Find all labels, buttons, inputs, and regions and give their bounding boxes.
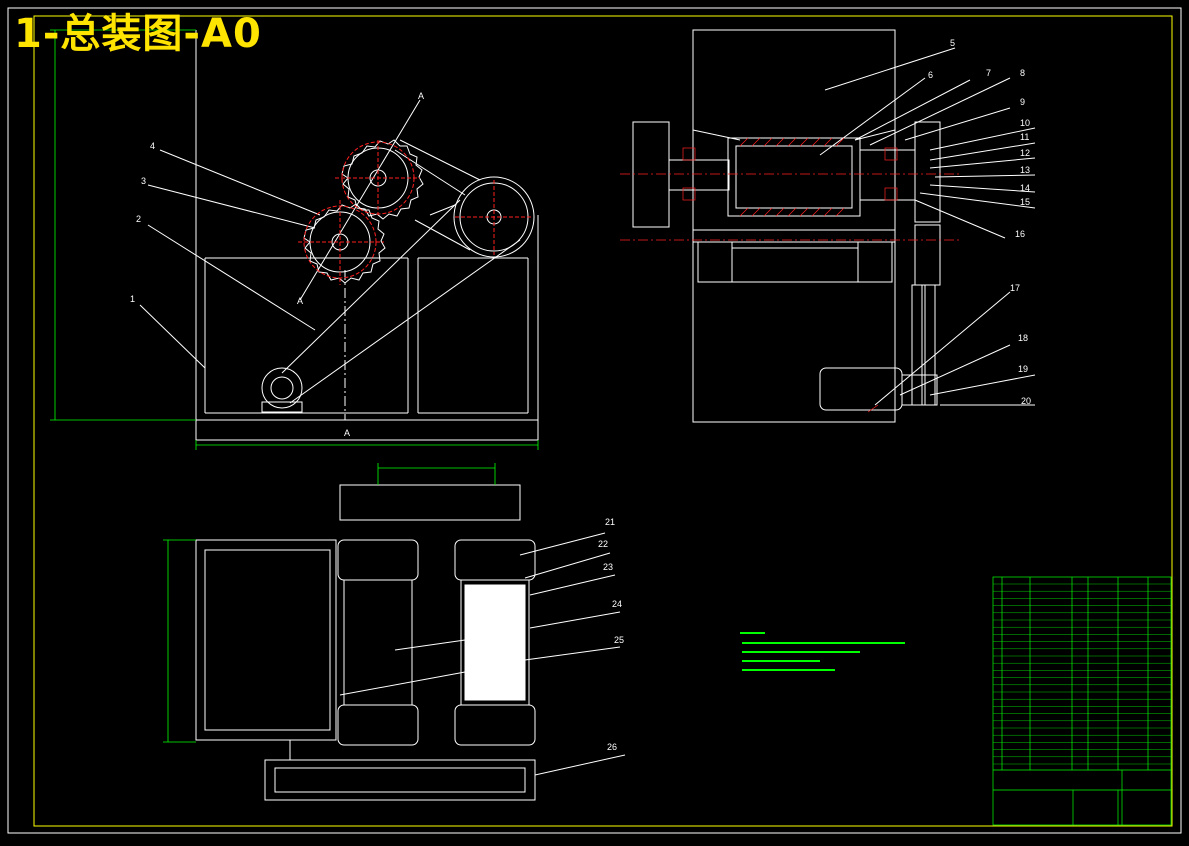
part-number-23: 23 (603, 562, 613, 572)
section-view (632, 29, 1036, 423)
part-number-25: 25 (614, 635, 624, 645)
top-view-dimensions (163, 463, 496, 743)
part-number-3: 3 (141, 176, 146, 186)
part-number-13: 13 (1020, 165, 1030, 175)
bom-rows (993, 583, 1171, 765)
part-number-6: 6 (928, 70, 933, 80)
part-number-2: 2 (136, 214, 141, 224)
part-number-10: 10 (1020, 118, 1030, 128)
part-number-22: 22 (598, 539, 608, 549)
section-label-bottom: A (344, 428, 350, 438)
title-block (992, 576, 1172, 826)
part-number-8: 8 (1020, 68, 1025, 78)
part-number-18: 18 (1018, 333, 1028, 343)
part-number-12: 12 (1020, 148, 1030, 158)
front-view-hidden (298, 140, 533, 285)
drawing-title: 1-总装图-A0 (14, 11, 262, 57)
part-number-17: 17 (1010, 283, 1020, 293)
top-view (195, 484, 626, 801)
part-number-11: 11 (1020, 132, 1029, 142)
front-view (139, 30, 539, 441)
part-number-7: 7 (986, 68, 991, 78)
part-number-21: 21 (605, 517, 615, 527)
technical-notes (740, 632, 905, 671)
outer-border (7, 7, 1182, 834)
part-number-24: 24 (612, 599, 622, 609)
section-label-top: A (418, 91, 424, 101)
part-number-16: 16 (1015, 229, 1025, 239)
section-label-left: A (297, 296, 303, 306)
part-number-19: 19 (1018, 364, 1028, 374)
part-number-14: 14 (1020, 183, 1030, 193)
section-hatching (620, 137, 960, 413)
part-number-15: 15 (1020, 197, 1030, 207)
part-number-20: 20 (1021, 396, 1031, 406)
part-number-1: 1 (130, 294, 135, 304)
front-view-dimensions (50, 29, 539, 450)
part-number-5: 5 (950, 38, 955, 48)
part-number-9: 9 (1020, 97, 1025, 107)
part-number-26: 26 (607, 742, 617, 752)
inner-border (33, 15, 1173, 827)
part-number-4: 4 (150, 141, 155, 151)
